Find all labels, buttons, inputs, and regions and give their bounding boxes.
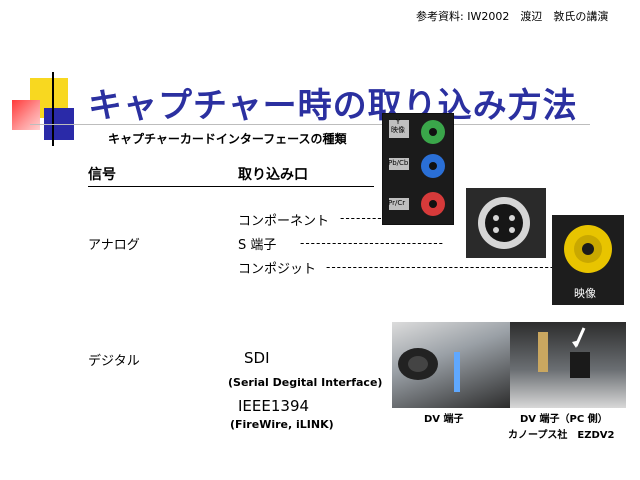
input-s-video: S 端子 [238, 238, 277, 253]
slide-subtitle: キャプチャーカードインターフェースの種類 [108, 132, 347, 146]
jack-label-pr: Pr/Cr [388, 199, 406, 207]
pc-dv-card-photo [510, 322, 626, 408]
dv-caption: DV 端子 [424, 414, 464, 425]
s-video-port-photo [466, 188, 546, 258]
reference-note: 参考資料: IW2002 渡辺 敦氏の講演 [416, 10, 609, 23]
input-ieee1394: IEEE1394 [238, 397, 310, 415]
input-composite: コンポジット [238, 262, 317, 277]
composite-jack-label: 映像 [574, 287, 596, 300]
jack-label-y: Y 映像 [391, 118, 405, 134]
composite-jack-photo: 映像 [552, 215, 624, 305]
signal-analog: アナログ [88, 238, 140, 253]
decorative-vertical-line [52, 72, 54, 146]
pc-caption-line2: カノープス社 EZDV2 [508, 430, 615, 441]
header-rule [88, 186, 374, 187]
column-header-signal: 信号 [88, 167, 116, 183]
component-jacks-photo [382, 113, 454, 225]
title-underline [30, 124, 590, 125]
input-sdi: SDI [244, 349, 270, 367]
slide-title: キャプチャー時の取り込み方法 [88, 86, 578, 126]
pc-caption-line1: DV 端子（PC 側） [520, 414, 608, 425]
column-header-input: 取り込み口 [238, 167, 308, 183]
leader-composite: ----------------------------------------… [326, 260, 556, 274]
leader-s-video: --------------------------- [300, 236, 444, 250]
input-sdi-fullname: (Serial Degital Interface) [228, 376, 383, 389]
decorative-red-square [12, 100, 40, 130]
input-component: コンポーネント [238, 214, 330, 229]
jack-label-pb: Pb/Cb [388, 159, 409, 167]
leader-component: -------- [340, 211, 383, 225]
signal-digital: デジタル [88, 354, 140, 369]
input-ieee1394-alias: (FireWire, iLINK) [230, 418, 334, 431]
dv-camera-photo [392, 322, 510, 408]
